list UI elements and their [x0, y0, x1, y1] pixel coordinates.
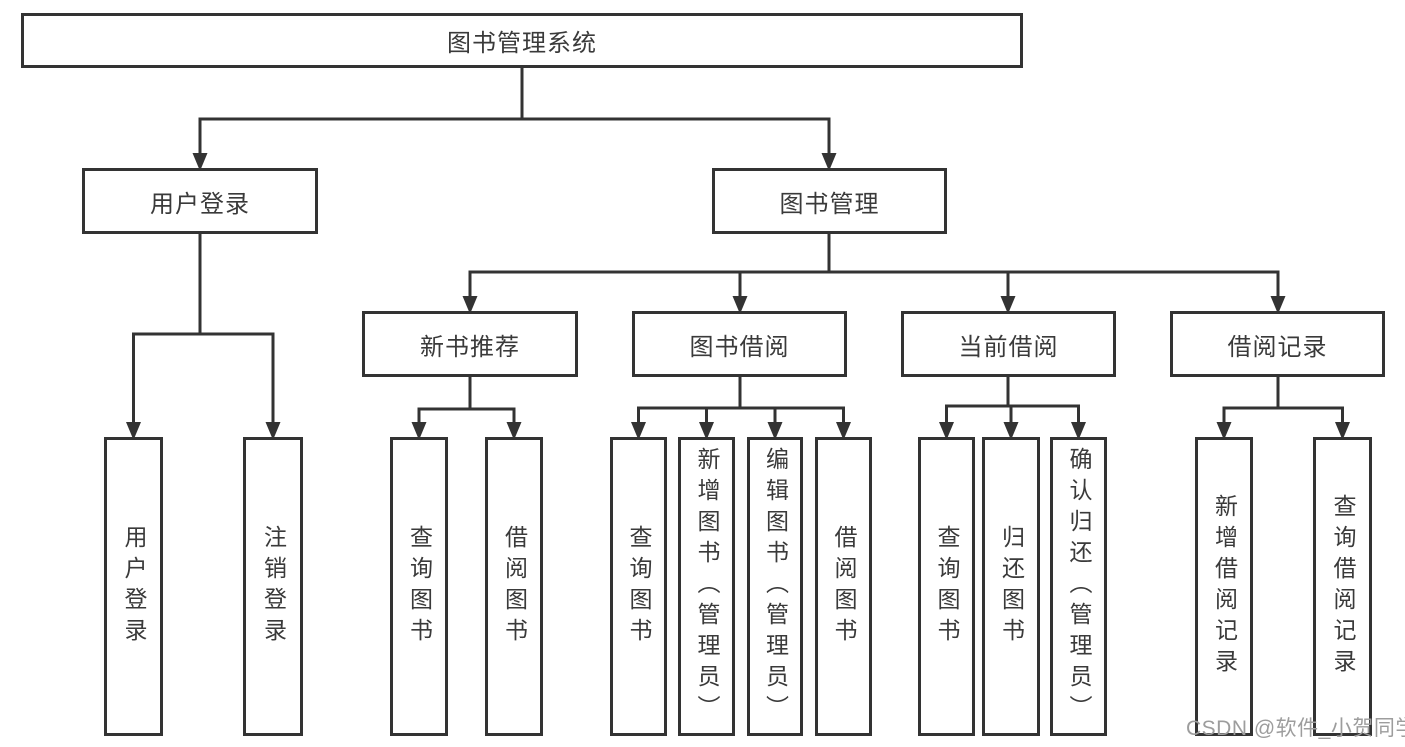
leaf-label: 归还图书	[998, 524, 1025, 649]
connector-book-borrowing-to-leaves	[631, 377, 851, 440]
leaf-label: 确认归还（管理员）	[1066, 447, 1092, 726]
leaf-label: 查询借阅记录	[1330, 493, 1356, 680]
leaf-query-books-borrowing: 查询图书	[610, 437, 667, 736]
leaf-query-books-current: 查询图书	[918, 437, 975, 736]
leaf-query-borrow-record: 查询借阅记录	[1313, 437, 1372, 736]
node-borrowing-records: 借阅记录	[1170, 311, 1385, 377]
leaf-confirm-return-admin: 确认归还（管理员）	[1050, 437, 1107, 736]
leaf-label: 查询图书	[934, 524, 960, 649]
connector-user-login-to-leaves	[126, 234, 281, 440]
leaf-borrow-books-recommend: 借阅图书	[485, 437, 543, 736]
leaf-label: 查询图书	[406, 524, 433, 649]
node-new-book-recommendation: 新书推荐	[362, 311, 578, 377]
node-book-management: 图书管理	[712, 168, 947, 234]
leaf-label: 查询图书	[626, 524, 652, 649]
watermark: CSDN @软件_小贺同学	[1186, 717, 1405, 740]
leaf-label: 注销登录	[260, 524, 287, 649]
leaf-label: 编辑图书（管理员）	[762, 447, 789, 726]
connector-book-management-to-level3	[462, 234, 1286, 314]
leaf-logout: 注销登录	[243, 437, 303, 736]
connector-root-to-level2	[192, 68, 837, 171]
connector-new-book-to-leaves	[411, 377, 522, 440]
node-book-borrowing: 图书借阅	[632, 311, 847, 377]
node-current-borrowing: 当前借阅	[901, 311, 1116, 377]
node-root-library-system: 图书管理系统	[21, 13, 1023, 68]
leaf-label: 借阅图书	[831, 524, 857, 649]
leaf-label: 新增借阅记录	[1211, 493, 1238, 680]
leaf-label: 新增图书（管理员）	[694, 447, 720, 726]
connector-borrowing-records-to-leaves	[1216, 377, 1350, 440]
leaf-label: 借阅图书	[501, 524, 528, 649]
leaf-add-borrow-record: 新增借阅记录	[1195, 437, 1253, 736]
leaf-add-book-admin: 新增图书（管理员）	[678, 437, 735, 736]
leaf-return-book: 归还图书	[982, 437, 1040, 736]
node-user-login: 用户登录	[82, 168, 318, 234]
connector-current-borrowing-to-leaves	[939, 377, 1086, 440]
leaf-edit-book-admin: 编辑图书（管理员）	[747, 437, 803, 736]
leaf-user-login: 用户登录	[104, 437, 163, 736]
leaf-query-books-recommend: 查询图书	[390, 437, 448, 736]
leaf-label: 用户登录	[121, 524, 147, 649]
leaf-borrow-books: 借阅图书	[815, 437, 872, 736]
